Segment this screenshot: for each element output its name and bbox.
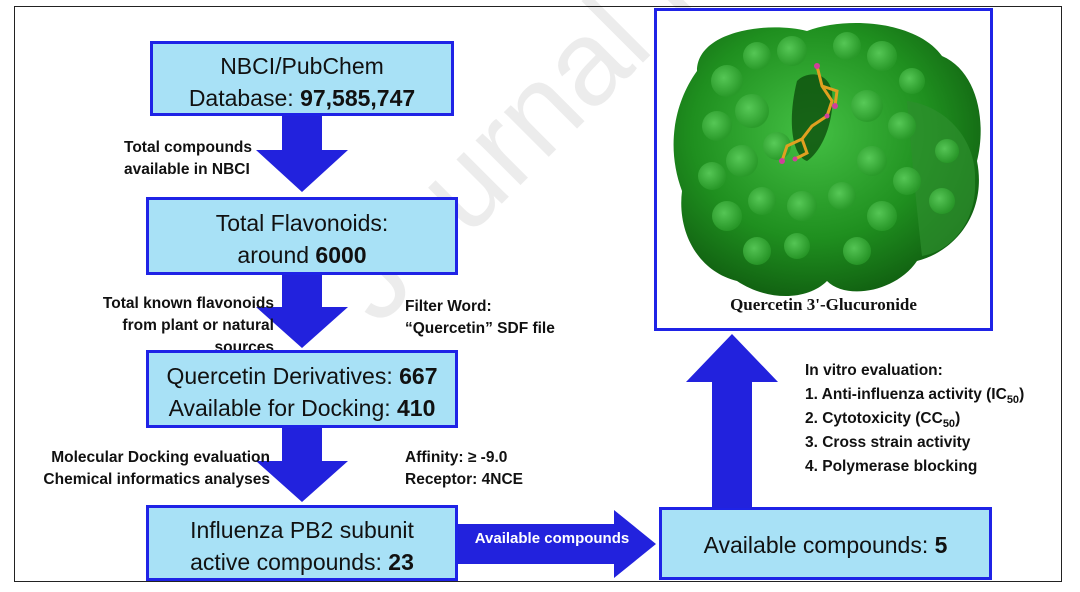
quercetin-derivatives-box: Quercetin Derivatives: 667 Available for…	[146, 350, 458, 428]
nbci-database-box: NBCI/PubChem Database: 97,585,747	[150, 41, 454, 116]
available-compounds-arrow-label: Available compounds	[474, 530, 630, 547]
note-known-flavonoids-line1: Total known flavonoids	[102, 295, 274, 312]
pb2-active-compounds-box: Influenza PB2 subunit active compounds: …	[146, 505, 458, 581]
note-total-nbci-line1: Total compounds	[124, 139, 253, 156]
protein-structure-panel: Quercetin 3'-Glucuronide	[654, 8, 993, 331]
note-docking-line1: Molecular Docking evaluation	[51, 449, 270, 466]
right-arrow	[458, 510, 656, 578]
note-known-flavonoids: Total known flavonoids from plant or nat…	[78, 293, 274, 359]
down-arrow-3	[256, 428, 348, 502]
flavonoids-count: 6000	[315, 242, 367, 268]
pb2-box-line2: active compounds: 23	[149, 546, 455, 578]
down-arrow-1	[256, 116, 348, 192]
ligand-stick-model	[780, 65, 839, 162]
nbci-box-line1: NBCI/PubChem	[220, 53, 384, 79]
note-filter-word: Filter Word: “Quercetin” SDF file	[405, 296, 555, 340]
protein-label: Quercetin 3'-Glucuronide	[730, 295, 917, 314]
note-total-nbci: Total compounds available in NBCI	[124, 137, 252, 181]
note-docking: Molecular Docking evaluation Chemical in…	[20, 447, 270, 491]
in-vitro-item: 4. Polymerase blocking	[805, 458, 978, 475]
pb2-box-line1: Influenza PB2 subunit	[190, 517, 414, 543]
flavonoids-line2-prefix: around	[237, 242, 316, 268]
available-count: 5	[934, 532, 948, 558]
quercetin-line2-prefix: Available for Docking:	[168, 395, 398, 421]
flavonoids-box-line2: around 6000	[149, 239, 455, 271]
up-arrow	[686, 334, 778, 508]
note-affinity-line2: Receptor: 4NCE	[405, 471, 523, 488]
note-docking-line2: Chemical informatics analyses	[43, 471, 270, 488]
in-vitro-item: 2. Cytotoxicity (CC50)	[805, 410, 961, 431]
quercetin-line1-prefix: Quercetin Derivatives:	[166, 363, 400, 389]
pb2-line2-prefix: active compounds:	[190, 549, 389, 575]
note-total-nbci-line2: available in NBCI	[124, 161, 250, 178]
figure-frame	[14, 6, 1062, 582]
docking-count: 410	[397, 395, 436, 421]
nbci-count: 97,585,747	[300, 85, 416, 111]
in-vitro-item: 3. Cross strain activity	[805, 434, 971, 451]
quercetin-box-line2: Available for Docking: 410	[149, 392, 455, 424]
flavonoids-box: Total Flavonoids: around 6000	[146, 197, 458, 275]
pb2-count: 23	[388, 549, 414, 575]
available-prefix: Available compounds:	[703, 532, 935, 558]
quercetin-derivatives-count: 667	[399, 363, 438, 389]
down-arrow-2	[256, 275, 348, 348]
flavonoids-box-line1: Total Flavonoids:	[215, 210, 389, 236]
protein-surface-image	[673, 23, 981, 297]
note-filter-line2: “Quercetin” SDF file	[405, 320, 555, 337]
quercetin-box-line1: Quercetin Derivatives: 667	[149, 360, 455, 392]
note-filter-line1: Filter Word:	[405, 298, 492, 315]
in-vitro-evaluation: In vitro evaluation: 1. Anti-influenza a…	[805, 359, 1024, 479]
in-vitro-item: 1. Anti-influenza activity (IC50)	[805, 386, 1025, 407]
available-compounds-box: Available compounds: 5	[659, 507, 992, 580]
in-vitro-title: In vitro evaluation:	[805, 362, 943, 379]
nbci-box-line2: Database: 97,585,747	[153, 82, 451, 114]
in-vitro-list: 1. Anti-influenza activity (IC50) 2. Cyt…	[805, 383, 1024, 479]
nbci-line2-prefix: Database:	[188, 85, 301, 111]
note-affinity: Affinity: ≥ -9.0 Receptor: 4NCE	[405, 447, 523, 491]
note-affinity-line1: Affinity: ≥ -9.0	[405, 449, 508, 466]
